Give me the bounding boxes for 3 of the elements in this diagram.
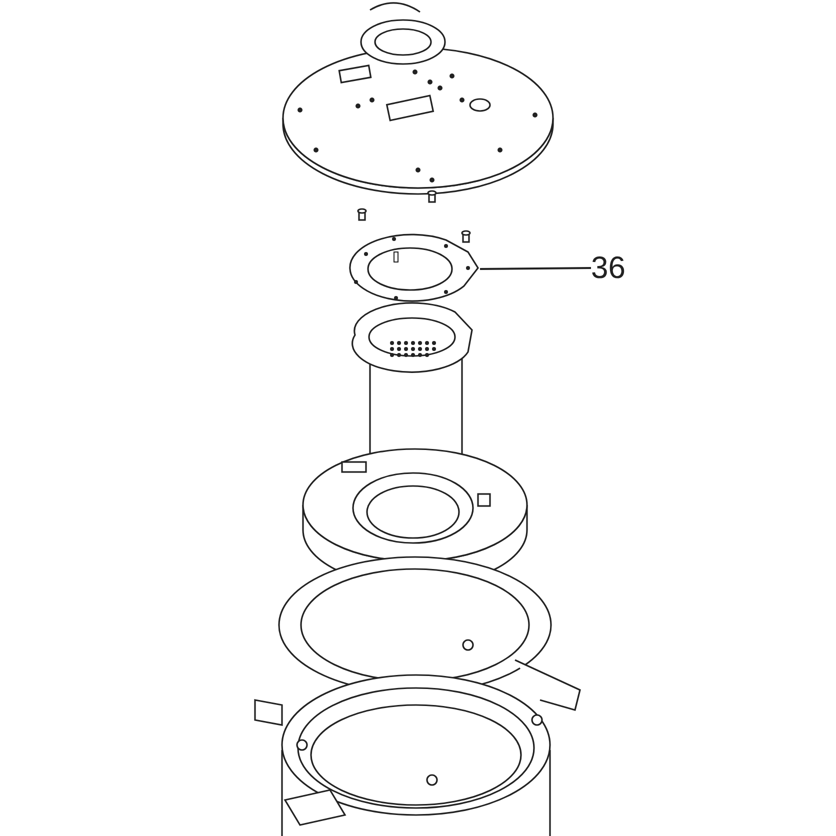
- callout-number: 36: [591, 252, 626, 283]
- leader-line: [480, 267, 592, 270]
- gasket-drawing: [346, 234, 480, 304]
